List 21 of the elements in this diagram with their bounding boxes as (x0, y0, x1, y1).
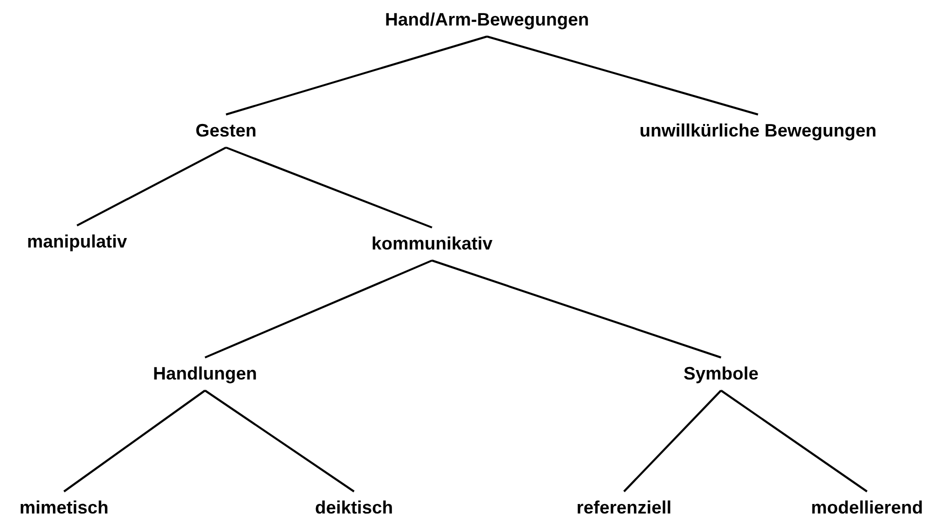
connector-line (720, 390, 868, 492)
node-label: mimetisch (19, 498, 109, 518)
connector-line (204, 390, 355, 492)
connector-line (486, 36, 758, 116)
node-label: deiktisch (314, 498, 394, 518)
connector-line (226, 146, 432, 228)
connector-line (204, 260, 432, 358)
connector-line (76, 146, 226, 226)
node-label: Symbole (683, 364, 759, 384)
connector-line (63, 390, 206, 492)
connector-line (432, 260, 722, 358)
connector-line (226, 36, 488, 116)
node-label: modellierend (810, 498, 924, 518)
connector-line (623, 390, 722, 492)
node-label: kommunikativ (371, 234, 493, 254)
node-label: manipulativ (26, 232, 128, 252)
node-label: Gesten (195, 120, 257, 142)
node-label: Handlungen (153, 364, 257, 384)
node-label: Hand/Arm-Bewegungen (385, 10, 589, 30)
node-label: referenziell (576, 498, 672, 518)
node-label: unwillkürliche Bewegungen (639, 120, 877, 142)
